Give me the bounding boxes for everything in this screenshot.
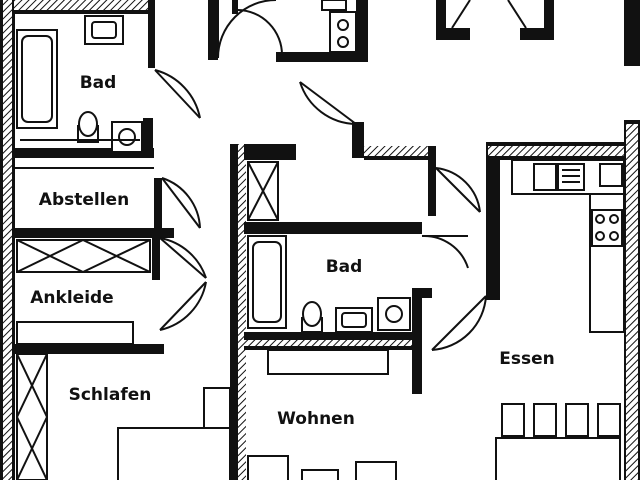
sink-icon: [84, 15, 124, 45]
room-label-ankleide: Ankleide: [30, 288, 113, 308]
room-label-schlafen: Schlafen: [69, 385, 152, 405]
room-label-wohnen: Wohnen: [277, 409, 355, 429]
shaft-hatch: [247, 161, 279, 221]
room-label-abstellen: Abstellen: [39, 190, 129, 210]
storage-room: [14, 167, 174, 238]
door-abstellen: [161, 177, 201, 229]
central-hall-walls: [208, 0, 368, 62]
room-label-bad-left: Bad: [80, 73, 117, 93]
left-outer-wall: [0, 0, 15, 480]
door-hall: [299, 81, 357, 125]
stair-outline: [352, 122, 436, 216]
living-room: [247, 349, 397, 480]
dining-table-icon: [495, 403, 621, 480]
table-icon: [247, 455, 397, 480]
bedroom: [16, 353, 231, 480]
door-bad-left: [154, 69, 201, 119]
wardrobe-hatch: [16, 239, 151, 273]
door-stair: [435, 167, 481, 213]
top-wall-left: [14, 0, 154, 14]
toilet-icon: [301, 301, 323, 333]
bathroom-left: [14, 0, 155, 158]
toilet-icon: [77, 111, 99, 143]
washing-machine-icon: [377, 297, 411, 331]
dressing-room: [14, 238, 164, 354]
room-label-bad-center: Bad: [326, 257, 363, 277]
washing-machine-icon: [111, 121, 143, 153]
sink-icon: [533, 163, 557, 191]
bathtub-icon: [16, 29, 58, 129]
cooktop-icon: [591, 209, 623, 247]
central-wall-hatched: [230, 144, 296, 480]
door-bad-center: [421, 234, 487, 351]
kitchen-dining: [486, 120, 640, 480]
top-right-structure: [436, 0, 640, 66]
room-label-essen: Essen: [499, 349, 554, 369]
bathroom-center: [244, 222, 432, 394]
stove-icon: [329, 11, 357, 53]
bathtub-icon: [247, 235, 287, 329]
wardrobe-hatch: [16, 353, 48, 480]
drain-board-icon: [557, 163, 585, 191]
door-ankleide: [159, 237, 207, 331]
sink-icon: [335, 307, 373, 333]
